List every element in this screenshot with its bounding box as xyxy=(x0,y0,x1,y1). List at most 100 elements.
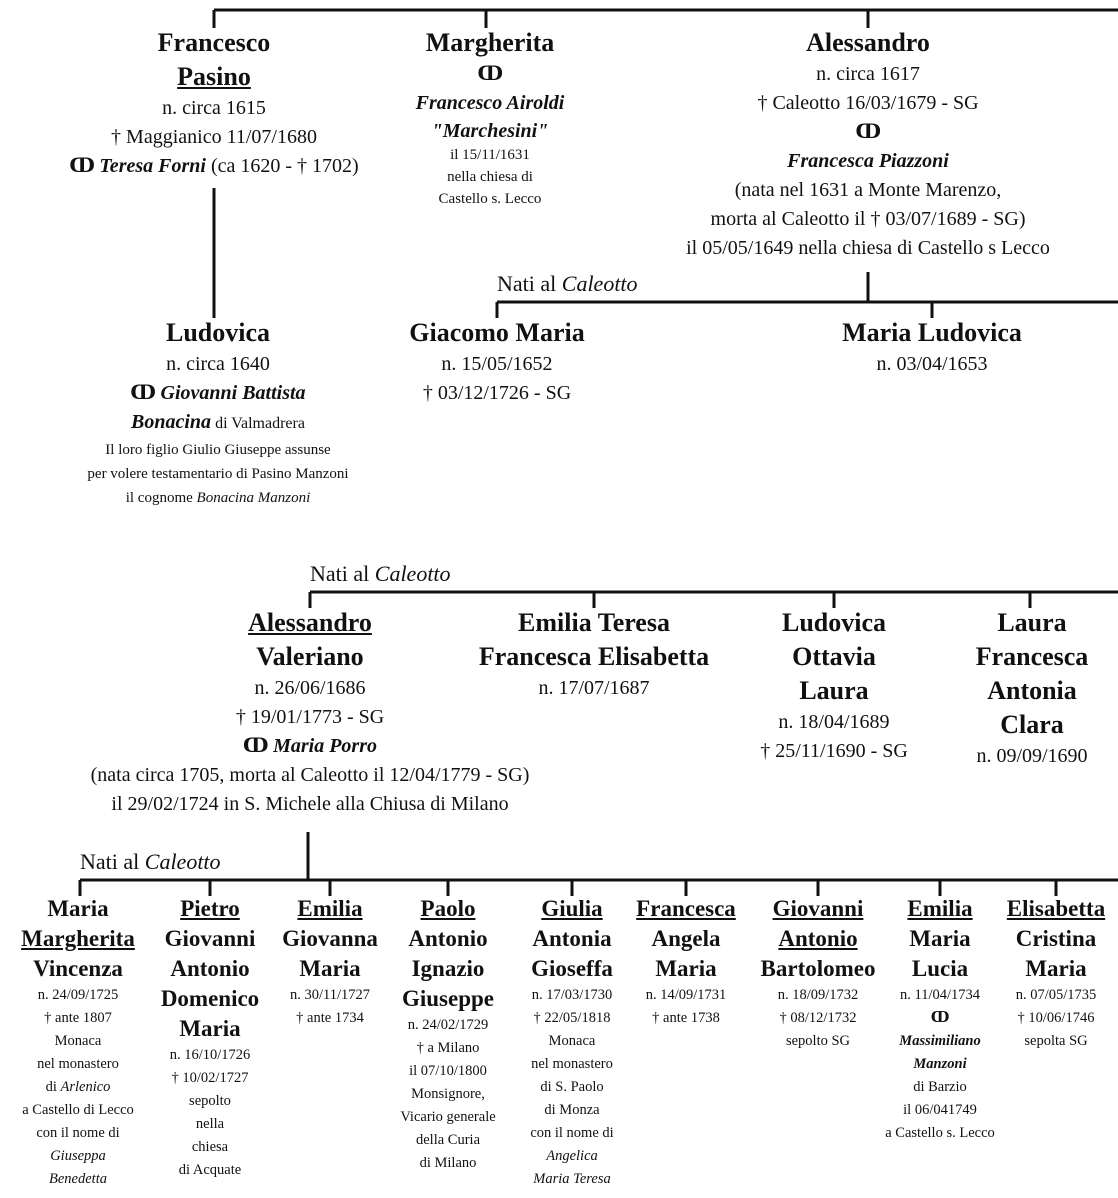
note-text: di Monza xyxy=(544,1102,600,1118)
person-name: Giuseppe xyxy=(401,986,495,1011)
person-name: Maria xyxy=(655,956,717,981)
person-ludovica: Ludovica n. circa 1640 ↀ Giovanni Battis… xyxy=(87,316,348,510)
person-name: Paolo xyxy=(420,896,476,921)
death-text: † 10/02/1727 xyxy=(171,1070,249,1086)
marriage-rings-icon: ↀ xyxy=(69,155,95,177)
person-laura: Laura Francesca Antonia Clara n. 09/09/1… xyxy=(976,606,1089,771)
person-name: Domenico xyxy=(160,986,260,1011)
person-name: Valeriano xyxy=(256,642,364,671)
label-place: Caleotto xyxy=(561,271,638,296)
person-name: Antonia xyxy=(987,676,1077,705)
person-name: Giulia xyxy=(541,896,603,921)
person-name: Giovanni xyxy=(164,926,256,951)
person-name: Cristina xyxy=(1015,926,1097,951)
person-maria-ludovica: Maria Ludovica n. 03/04/1653 xyxy=(842,316,1022,379)
note-text: il 07/10/1800 xyxy=(409,1063,487,1079)
person-margherita: Margherita ↀ Francesco Airoldi "Marchesi… xyxy=(416,26,565,210)
note-prefix: di xyxy=(45,1079,61,1095)
person-emilia-teresa: Emilia Teresa Francesca Elisabetta n. 17… xyxy=(479,606,709,703)
death-text: † Maggianico 11/07/1680 xyxy=(111,126,317,148)
note-text: sepolto xyxy=(189,1093,231,1109)
person-ludovica-ottavia: Ludovica Ottavia Laura n. 18/04/1689 † 2… xyxy=(760,606,908,766)
spouse-info: morta al Caleotto il † 03/07/1689 - SG) xyxy=(710,208,1026,230)
person-name: Pasino xyxy=(177,62,251,91)
person-name: Maria xyxy=(909,926,971,951)
birth-text: n. 30/11/1727 xyxy=(289,987,371,1003)
person-name: Giovanni xyxy=(772,896,864,921)
spouse-name: Manzoni xyxy=(913,1056,967,1072)
born-at-label: Nati al Caleotto xyxy=(310,560,451,588)
person-name: Francesca Elisabetta xyxy=(478,642,710,671)
person-name: Bartolomeo xyxy=(760,956,876,981)
marriage-place: Castello s. Lecco xyxy=(438,191,542,207)
note-text: con il nome di xyxy=(36,1125,120,1141)
person-giacomo-maria: Giacomo Maria n. 15/05/1652 † 03/12/1726… xyxy=(409,316,584,408)
note-place: Arlenico xyxy=(60,1079,111,1095)
religious-name: Giuseppa xyxy=(50,1148,106,1164)
death-text: † 22/05/1818 xyxy=(533,1010,611,1026)
death-text: † 03/12/1726 - SG xyxy=(422,382,572,404)
note-text: Monsignore, xyxy=(411,1086,485,1102)
death-text: † a Milano xyxy=(416,1040,480,1056)
person-francesco-pasino: Francesco Pasino n. circa 1615 † Maggian… xyxy=(69,26,358,181)
person-name: Margherita xyxy=(425,28,555,57)
spouse-surname: Bonacina xyxy=(131,411,212,433)
marriage-rings-icon: ↀ xyxy=(477,63,503,85)
born-at-label: Nati al Caleotto xyxy=(80,848,221,876)
spouse-line: Bonacina di Valmadrera xyxy=(87,408,348,438)
marriage-rings-icon: ↀ xyxy=(130,382,156,404)
label-place: Caleotto xyxy=(144,849,221,874)
note-text: per volere testamentario di Pasino Manzo… xyxy=(87,466,349,482)
birth-text: n. circa 1617 xyxy=(816,63,920,85)
note-text: a Castello di Lecco xyxy=(22,1102,134,1118)
spouse-info: (nata nel 1631 a Monte Marenzo, xyxy=(734,179,1002,201)
death-text: † ante 1738 xyxy=(652,1010,720,1026)
death-text: † ante 1734 xyxy=(296,1010,364,1026)
person-name: Ludovica xyxy=(165,318,271,347)
spouse-name: Massimiliano xyxy=(899,1033,981,1049)
person-alessandro-valeriano: Alessandro Valeriano n. 26/06/1686 † 19/… xyxy=(91,606,530,819)
person-emilia-giovanna: Emilia Giovanna Maria n. 30/11/1727 † an… xyxy=(282,894,378,1030)
person-name: Margherita xyxy=(21,926,135,951)
person-name: Emilia xyxy=(907,896,973,921)
note-text: con il nome di xyxy=(530,1125,614,1141)
person-alessandro: Alessandro n. circa 1617 † Caleotto 16/0… xyxy=(686,26,1050,263)
person-name: Pietro xyxy=(180,896,240,921)
birth-text: n. 18/09/1732 xyxy=(777,987,859,1003)
birth-text: n. 14/09/1731 xyxy=(645,987,727,1003)
note-text: sepolto SG xyxy=(785,1033,851,1049)
birth-text: n. circa 1640 xyxy=(166,353,270,375)
person-name: Maria xyxy=(179,1016,241,1041)
religious-name: Maria Teresa xyxy=(533,1171,611,1187)
birth-text: n. 07/05/1735 xyxy=(1015,987,1097,1003)
birth-text: n. 15/05/1652 xyxy=(441,353,553,375)
person-name: Antonio xyxy=(408,926,488,951)
person-name: Elisabetta xyxy=(1006,896,1106,921)
birth-text: n. 26/06/1686 xyxy=(254,677,366,699)
person-name: Maria xyxy=(299,956,361,981)
born-at-label: Nati al Caleotto xyxy=(497,270,638,298)
spouse-name: Giovanni Battista xyxy=(160,382,306,404)
death-text: † 19/01/1773 - SG xyxy=(235,706,385,728)
note-text: di Barzio xyxy=(913,1079,967,1095)
label-place: Caleotto xyxy=(374,561,451,586)
religious-name: Benedetta xyxy=(49,1171,107,1187)
note-text: Monaca xyxy=(54,1033,102,1049)
note-text: il 06/041749 xyxy=(903,1102,977,1118)
marriage-text: ↀ Teresa Forni (ca 1620 - † 1702) xyxy=(69,152,358,181)
person-name: Gioseffa xyxy=(531,956,613,981)
marriage-text: ↀ Giovanni Battista xyxy=(87,379,348,408)
person-francesca: Francesca Angela Maria n. 14/09/1731 † a… xyxy=(636,894,736,1030)
person-name: Giacomo Maria xyxy=(409,318,585,347)
person-name: Laura xyxy=(997,608,1067,637)
person-name: Emilia xyxy=(297,896,363,921)
person-name: Antonia xyxy=(532,926,612,951)
label-text: Nati al xyxy=(80,849,145,874)
death-text: † ante 1807 xyxy=(44,1010,112,1026)
note-text: a Castello s. Lecco xyxy=(885,1125,995,1141)
person-name: Angela xyxy=(651,926,721,951)
birth-text: n. 24/02/1729 xyxy=(407,1017,489,1033)
person-name: Alessandro xyxy=(248,608,372,637)
birth-text: n. circa 1615 xyxy=(162,97,266,119)
note-text: Il loro figlio Giulio Giuseppe assunse xyxy=(105,442,331,458)
